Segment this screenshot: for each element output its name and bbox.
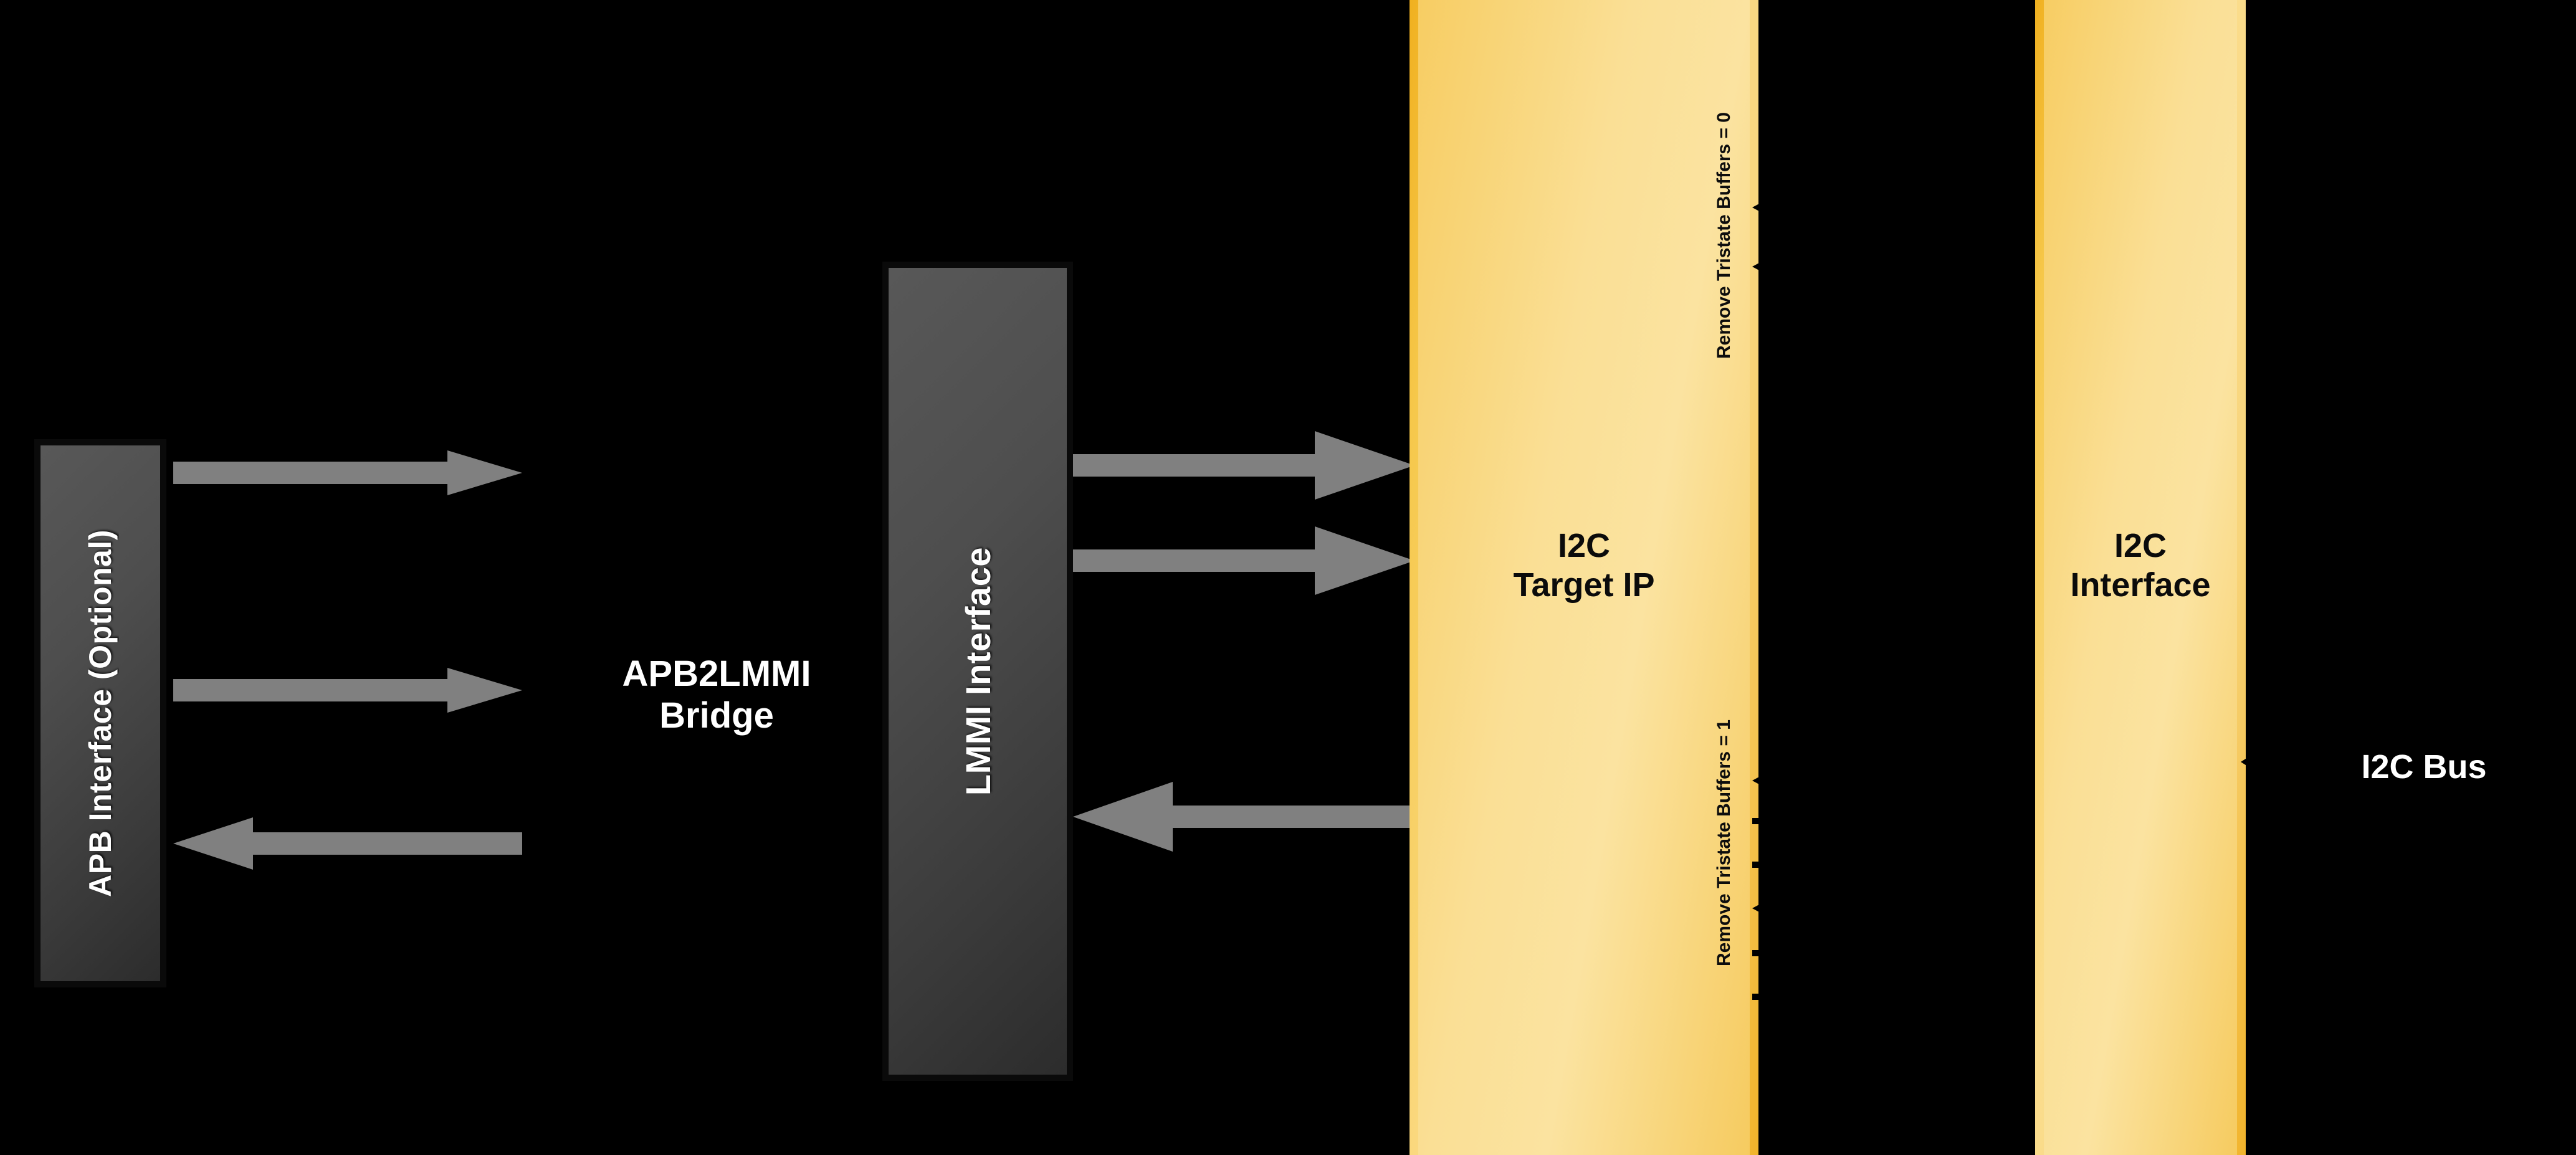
annotation-remove-tristate-buffers-1: Remove Tristate Buffers = 1 [1714,720,1734,966]
connector-target-iface-sig-5 [1752,853,2039,876]
connector-target-iface-sig-6 [1752,897,2039,920]
connector-lmmi-to-target-top [1073,431,1414,500]
block-apb-interface[interactable]: APB Interface (Optional) [34,439,166,987]
block-apb-interface-label: APB Interface (Optional) [83,530,118,897]
connector-target-iface-sig-2 [1752,255,2039,278]
connector-target-iface-sig-4 [1752,810,2039,832]
connector-apb-to-bridge-middle [173,668,522,713]
annotation-remove-tristate-buffers-0: Remove Tristate Buffers = 0 [1714,112,1734,359]
block-i2c-target-ip[interactable]: I2C Target IP Remove Tristate Buffers = … [1410,0,1758,1155]
connector-bridge-to-apb-bottom [173,817,522,870]
block-i2c-target-ip-label: I2C Target IP [1513,527,1655,604]
connector-target-iface-sig-8 [1752,986,2039,1008]
connector-lmmi-to-target-second [1073,526,1414,595]
block-i2c-interface-label: I2C Interface [2070,527,2211,604]
block-lmmi-interface[interactable]: LMMI Interface [882,262,1073,1081]
connector-target-iface-sig-1 [1752,196,2039,219]
block-apb2lmmi-bridge[interactable]: APB2LMMI Bridge [622,654,811,736]
block-i2c-target-ip-fill [1418,0,1750,1155]
connector-target-iface-sig-7 [1752,942,2039,964]
connector-target-iface-sig-3 [1752,769,2039,792]
block-i2c-interface[interactable]: I2C Interface [2035,0,2246,1155]
connector-apb-to-bridge-top [173,450,522,495]
block-i2c-interface-fill [2044,0,2237,1155]
block-i2c-bus[interactable]: I2C Bus [2361,748,2487,786]
connector-target-to-lmmi [1073,782,1414,852]
connector-iface-to-bus [2241,751,2278,773]
block-lmmi-interface-label: LMMI Interface [958,546,998,796]
